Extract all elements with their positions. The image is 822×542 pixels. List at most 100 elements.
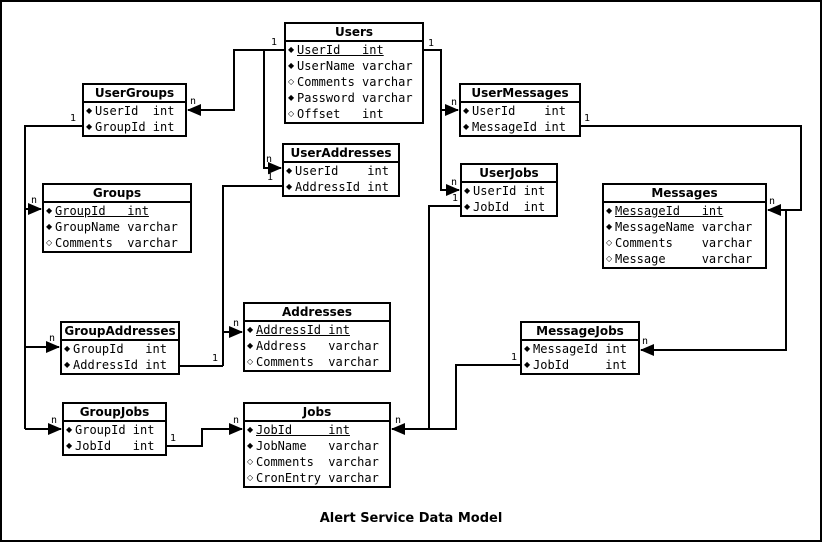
column-jobid: ◆JobId int [64, 438, 165, 454]
column-userid: ◆UserId int [462, 183, 556, 199]
required-flag-icon: ◆ [46, 206, 53, 215]
cardinality-label: n [768, 196, 776, 207]
entity-addresses: Addresses◆AddressId int◆Address varchar◇… [243, 302, 391, 372]
required-flag-icon: ◆ [64, 360, 71, 369]
column-cronentry: ◇CronEntry varchar [245, 470, 389, 486]
column-userid: ◆UserId int [84, 103, 185, 119]
entity-title: MessageJobs [522, 323, 638, 341]
required-flag-icon: ◆ [464, 202, 471, 211]
column-text: AddressId int [256, 323, 350, 337]
column-text: UserId int [472, 104, 566, 118]
required-flag-icon: ◆ [66, 441, 73, 450]
required-flag-icon: ◆ [86, 106, 93, 115]
column-text: GroupId int [73, 342, 167, 356]
column-text: Address varchar [256, 339, 379, 353]
column-text: GroupName varchar [55, 220, 178, 234]
column-offset: ◇Offset int [286, 106, 422, 122]
required-flag-icon: ◆ [46, 222, 53, 231]
required-flag-icon: ◆ [288, 93, 295, 102]
column-messageid: ◆MessageId int [522, 341, 638, 357]
column-text: AddressId int [295, 180, 389, 194]
required-flag-icon: ◆ [288, 45, 295, 54]
entity-title: Messages [604, 185, 765, 203]
optional-flag-icon: ◇ [288, 77, 295, 86]
optional-flag-icon: ◇ [606, 238, 613, 247]
cardinality-label: n [394, 415, 402, 426]
optional-flag-icon: ◇ [247, 357, 254, 366]
cardinality-label: n [232, 318, 240, 329]
column-text: Comments varchar [615, 236, 753, 250]
entity-groupjobs: GroupJobs◆GroupId int◆JobId int [62, 402, 167, 456]
column-text: Password varchar [297, 91, 413, 105]
cardinality-label: n [450, 97, 458, 108]
column-text: GroupId int [55, 204, 149, 218]
required-flag-icon: ◆ [64, 344, 71, 353]
column-jobid: ◆JobId int [522, 357, 638, 373]
entity-users: Users◆UserId int◆UserName varchar◇Commen… [284, 22, 424, 124]
entity-title: Addresses [245, 304, 389, 322]
required-flag-icon: ◆ [288, 61, 295, 70]
entity-userjobs: UserJobs◆UserId int◆JobId int [460, 163, 558, 217]
column-text: MessageId int [472, 120, 566, 134]
column-text: UserId int [473, 184, 546, 198]
rel-line-usergroups-trunk [24, 125, 82, 429]
required-flag-icon: ◆ [286, 182, 293, 191]
entity-groups: Groups ◆GroupId int◆GroupName varchar◇Com… [42, 183, 192, 253]
entity-usergroups: UserGroups◆UserId int◆GroupId int [82, 83, 187, 137]
column-text: JobId int [75, 439, 155, 453]
entity-title: UserJobs [462, 165, 556, 183]
column-jobid: ◆JobId int [245, 422, 389, 438]
cardinality-label: 1 [266, 172, 274, 183]
column-text: MessageId int [615, 204, 724, 218]
column-messageid: ◆MessageId int [461, 119, 579, 135]
entity-title: Users [286, 24, 422, 42]
entity-title: UserAddresses [284, 145, 398, 163]
column-addressid: ◆AddressId int [245, 322, 389, 338]
required-flag-icon: ◆ [247, 341, 254, 350]
required-flag-icon: ◆ [247, 425, 254, 434]
cardinality-label: n [265, 154, 273, 165]
optional-flag-icon: ◇ [288, 109, 295, 118]
column-text: JobId int [256, 423, 350, 437]
column-text: JobId int [473, 200, 546, 214]
required-flag-icon: ◆ [524, 344, 531, 353]
column-jobname: ◆JobName varchar [245, 438, 389, 454]
entity-title: Groups [44, 185, 190, 203]
rel-line-groupjobs-jobs [167, 423, 243, 447]
column-text: GroupId int [75, 423, 155, 437]
column-comments: ◇Comments varchar [286, 74, 422, 90]
entity-title: UserGroups [84, 85, 185, 103]
cardinality-label: n [30, 195, 38, 206]
cardinality-label: 1 [583, 113, 591, 124]
column-text: Message varchar [615, 252, 753, 266]
cardinality-label: 1 [270, 37, 278, 48]
column-text: Comments varchar [297, 75, 413, 89]
column-groupid: ◆GroupId int [84, 119, 185, 135]
column-addressid: ◆AddressId int [62, 357, 178, 373]
entity-title: Jobs [245, 404, 389, 422]
entity-jobs: Jobs◆JobId int◆JobName varchar◇Comments … [243, 402, 391, 488]
rel-line-userjobs-jobs [391, 205, 460, 435]
entity-usermessages: UserMessages ◆UserId int◆MessageId int [459, 83, 581, 137]
column-address: ◆Address varchar [245, 338, 389, 354]
optional-flag-icon: ◇ [247, 457, 254, 466]
column-comments: ◇Comments varchar [245, 454, 389, 470]
required-flag-icon: ◆ [463, 122, 470, 131]
cardinality-label: n [50, 415, 58, 426]
column-comments: ◇Comments varchar [44, 235, 190, 251]
required-flag-icon: ◆ [247, 325, 254, 334]
required-flag-icon: ◆ [86, 122, 93, 131]
required-flag-icon: ◆ [464, 186, 471, 195]
cardinality-label: 1 [169, 433, 177, 444]
cardinality-label: 1 [69, 113, 77, 124]
column-addressid: ◆AddressId int [284, 179, 398, 195]
column-groupid: ◆GroupId int [62, 341, 178, 357]
entity-groupaddresses: GroupAddresses◆GroupId int◆AddressId int [60, 321, 180, 375]
column-text: UserName varchar [297, 59, 413, 73]
column-messagename: ◆MessageName varchar [604, 219, 765, 235]
column-groupid: ◆GroupId int [64, 422, 165, 438]
column-text: CronEntry varchar [256, 471, 379, 485]
entity-title: UserMessages [461, 85, 579, 103]
column-userid: ◆UserId int [284, 163, 398, 179]
